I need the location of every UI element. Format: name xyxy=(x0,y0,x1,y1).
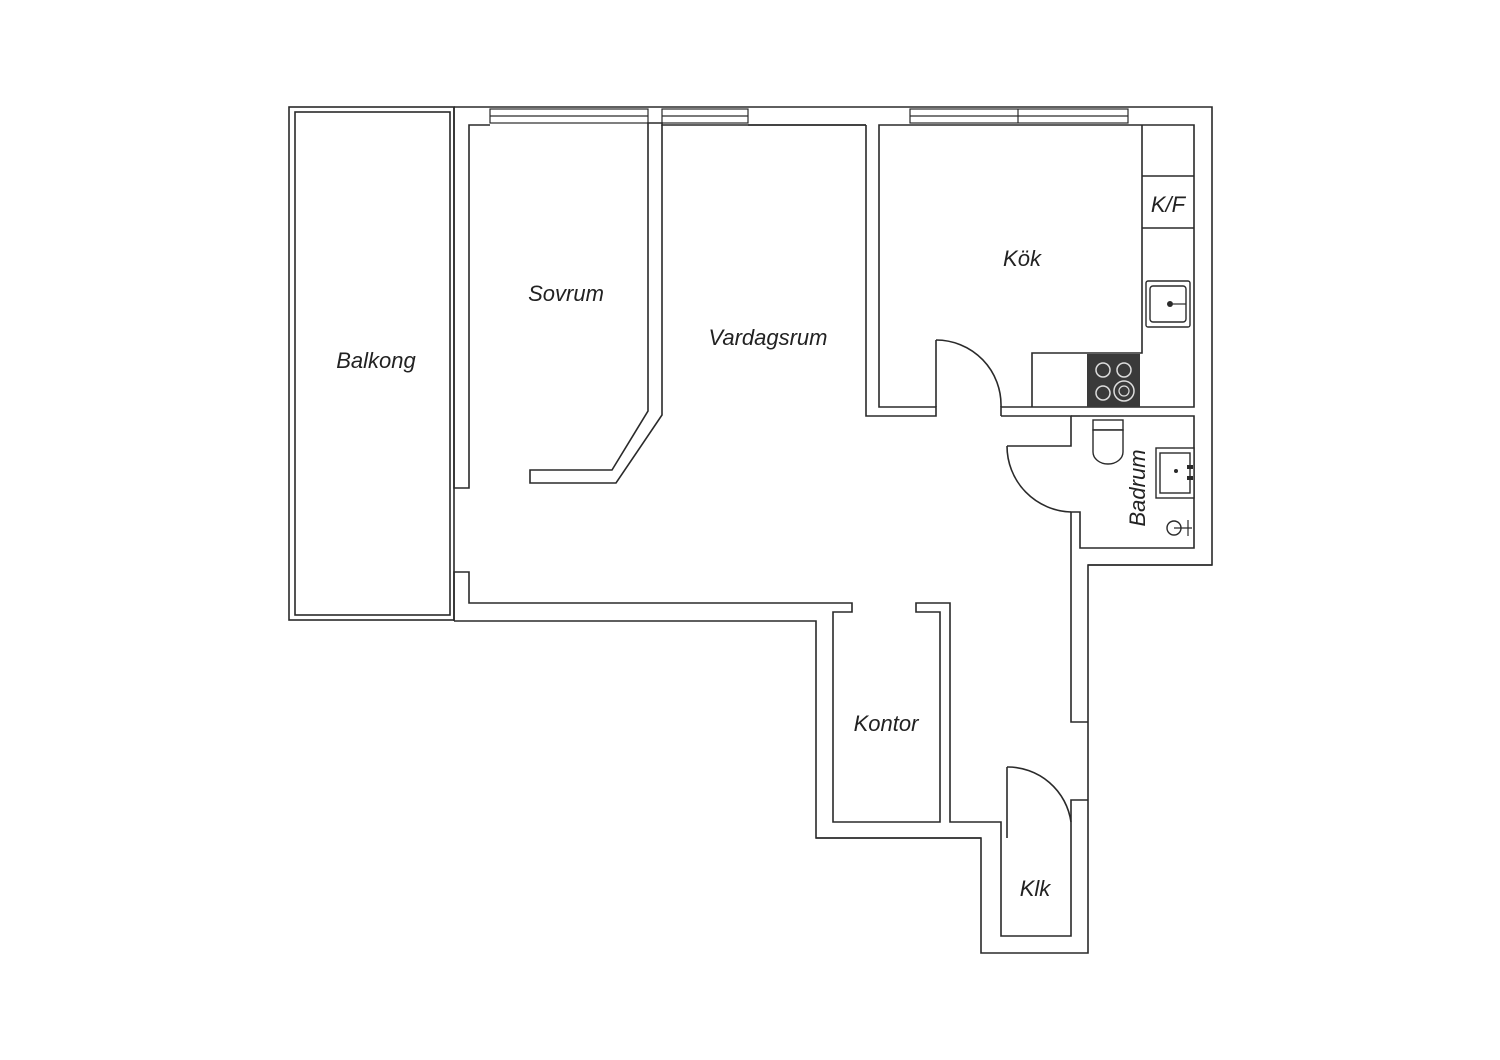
kitchen-counter xyxy=(1031,125,1194,407)
top-windows xyxy=(489,108,1129,124)
stove-icon xyxy=(1087,354,1140,407)
sink-icon xyxy=(1145,280,1191,328)
toilet-icon xyxy=(1092,419,1124,465)
room-label-vardagsrum: Vardagsrum xyxy=(708,325,827,350)
outer-walls xyxy=(453,106,1213,954)
bedroom-wall xyxy=(529,125,663,484)
bathroom-walls xyxy=(1001,415,1212,566)
closet-walls xyxy=(1000,766,1072,937)
washbasin-icon xyxy=(1155,447,1195,499)
corridor-walls xyxy=(1070,565,1088,822)
room-label-kf: K/F xyxy=(1151,192,1187,217)
shower-icon xyxy=(1166,520,1192,536)
room-label-sovrum: Sovrum xyxy=(528,281,604,306)
room-label-badrum: Badrum xyxy=(1125,449,1150,526)
room-label-klk: Klk xyxy=(1020,876,1052,901)
room-label-kontor: Kontor xyxy=(854,711,920,736)
office-walls xyxy=(816,602,1002,839)
kitchen-walls xyxy=(865,124,1195,417)
room-label-balkong: Balkong xyxy=(336,348,416,373)
room-label-kok: Kök xyxy=(1003,246,1042,271)
